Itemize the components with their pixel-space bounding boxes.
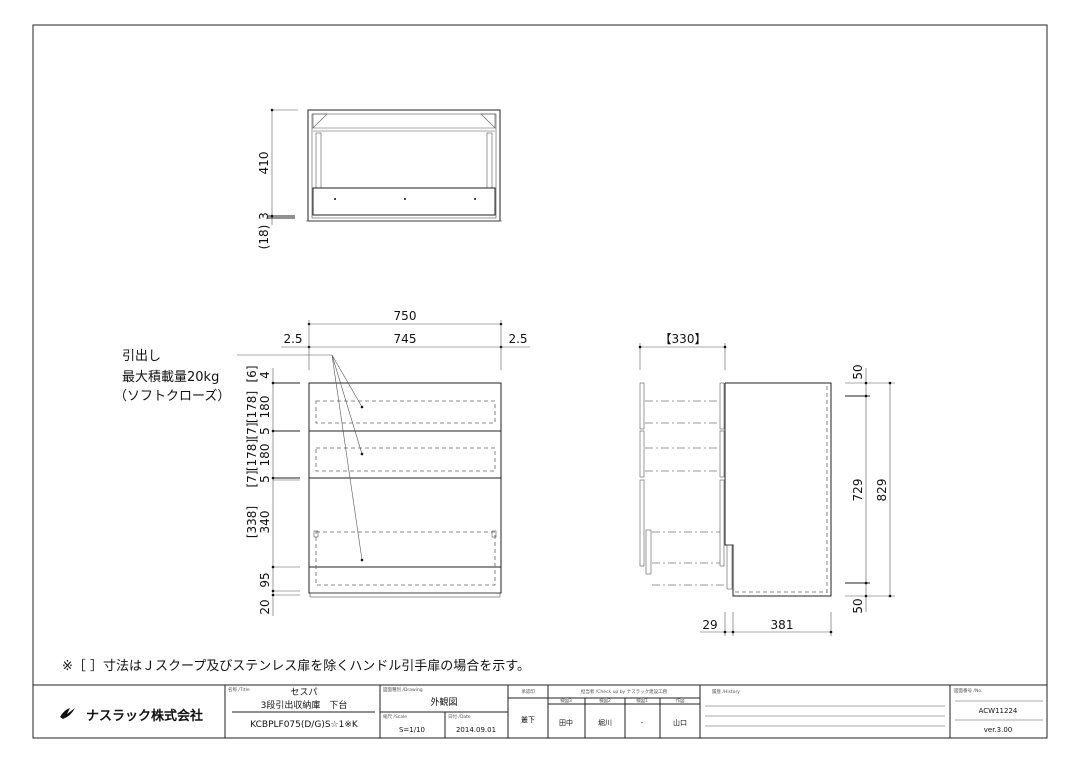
approval: 叢下 [521, 715, 535, 724]
dim-829: 829 [875, 479, 889, 502]
dim-410: 410 [257, 152, 271, 175]
dim-bracket-178: [178] [245, 439, 259, 471]
dim-381: 381 [771, 618, 794, 632]
dim-95: 95 [258, 572, 272, 587]
date: 2014.09.01 [456, 726, 496, 734]
dim-bracket-6: [6] [245, 366, 259, 383]
dim-180: 180 [258, 396, 272, 419]
dim-4: 4 [258, 371, 272, 379]
checker-name: 田中 [559, 718, 573, 727]
company-logo: ナスラック株式会社 [60, 708, 203, 724]
top-view: 410 3 (18) [257, 108, 502, 250]
checker-name: 堀川 [598, 718, 612, 727]
dim-20: 20 [258, 599, 272, 614]
dim-bracket-178: [178] [245, 391, 259, 423]
front-view: 750 745 2.5 2.5 引出し 最大積載量20kg （ソフトクローズ） [114, 309, 530, 616]
dim-50-bottom: 50 [851, 598, 865, 613]
side-view: 【330】 50 50 729 829 [638, 332, 895, 636]
drawing-type: 外観図 [430, 696, 457, 708]
name-line-2: 3段引出収納庫 下台 [261, 699, 348, 711]
version: ver.3.00 [984, 726, 1013, 734]
checkers-label: 担当者 /Check up by ナスラック建設工務 [581, 688, 668, 695]
scale: S=1/10 [399, 726, 425, 734]
model-number: KCBPLF075(D/G)S☆1※K [250, 720, 359, 730]
dim-3: 3 [257, 212, 271, 220]
number-label: 図面番号 /No. [954, 687, 982, 694]
dim-bracket-7: [7] [245, 471, 259, 488]
dim-750: 750 [394, 309, 417, 323]
checker-name: - [641, 719, 644, 727]
annotation-line-3: （ソフトクローズ） [114, 388, 230, 404]
scale-label: 縮尺 /Scale [383, 713, 407, 720]
checker-role: 検図2 [599, 697, 611, 704]
dim-2-5-left: 2.5 [283, 332, 302, 346]
dim-18: (18) [257, 225, 271, 250]
annotation-line-1: 引出し [122, 349, 161, 364]
name-line-1: セスパ [290, 687, 317, 698]
dim-bracket-7: [7] [245, 423, 259, 440]
dim-180: 180 [258, 444, 272, 467]
drawing-type-label: 図面種別 /Drawing [383, 686, 423, 693]
dim-bracket-338: [338] [245, 506, 259, 538]
dim-330: 【330】 [660, 332, 707, 346]
checker-role: 検図1 [636, 697, 648, 704]
annotation-line-2: 最大積載量20kg [122, 370, 219, 385]
dim-340: 340 [258, 511, 272, 534]
date-label: 日付 /Date [448, 713, 471, 720]
dim-50-top: 50 [851, 364, 865, 379]
drawing-number: ACW11224 [979, 707, 1018, 715]
dim-2-5-right: 2.5 [508, 332, 527, 346]
history-label: 履歴 /History [712, 689, 740, 695]
company-name: ナスラック株式会社 [86, 708, 203, 724]
footnote: ※［ ］寸法はＪスクープ及びステンレス扉を除くハンドル引手扉の場合を示す。 [62, 658, 530, 674]
dim-5: 5 [258, 475, 272, 483]
dim-729: 729 [851, 479, 865, 502]
dim-5: 5 [258, 427, 272, 435]
checker-role: 検図3 [560, 697, 572, 704]
name-label: 名称 /Title [228, 686, 250, 693]
title-block: ナスラック株式会社 名称 /Title セスパ 3段引出収納庫 下台 KCBPL… [32, 684, 1048, 739]
dim-745: 745 [394, 332, 417, 346]
approval-label: 承認印 [521, 688, 535, 695]
dim-29: 29 [702, 618, 717, 632]
checker-role: 作図 [676, 697, 685, 704]
checker-name: 山口 [673, 718, 687, 727]
